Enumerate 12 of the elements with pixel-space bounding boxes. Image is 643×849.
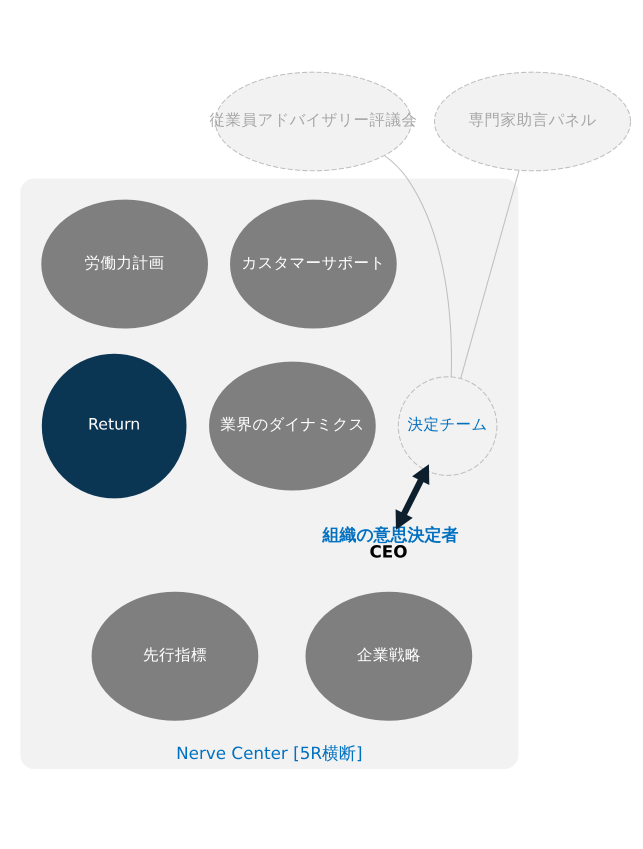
node-ellipse: カスタマーサポート [230,200,397,329]
node-circle: Return [42,354,186,498]
node-ellipse: 労働力計画 [41,200,208,329]
arrow [396,464,430,530]
node-ellipse: 企業戦略 [306,592,472,721]
node-circle: 決定チーム [398,376,498,476]
node-text: 組織の意思決定者 CEO [322,524,458,562]
connector [460,170,520,378]
node-ellipse: 先行指標 [92,592,258,721]
connector [384,155,452,377]
node-ellipse: 業界のダイナミクス [209,362,376,491]
node-ellipse: 専門家助言パネル [434,72,632,172]
